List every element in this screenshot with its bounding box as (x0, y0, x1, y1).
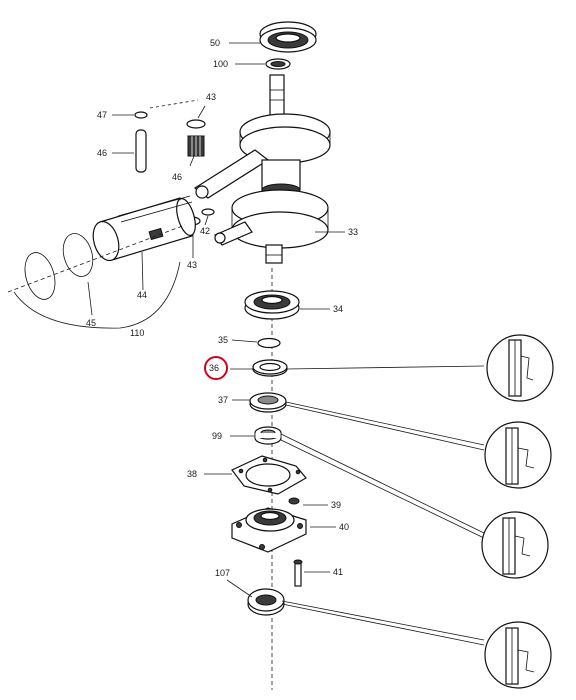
part-34-main-bearing[interactable] (244, 290, 300, 320)
label-35[interactable]: 35 (218, 335, 228, 345)
label-43-upper[interactable]: 43 (206, 92, 216, 102)
label-34[interactable]: 34 (333, 304, 343, 314)
part-37-seal[interactable] (249, 392, 287, 413)
label-50[interactable]: 50 (210, 38, 220, 48)
part-40-bearing-housing[interactable] (231, 507, 307, 553)
label-33[interactable]: 33 (348, 227, 358, 237)
part-42-washer[interactable] (201, 208, 215, 216)
part-100-seal[interactable] (265, 58, 291, 70)
part-33-crankshaft[interactable] (193, 74, 331, 264)
highlight-ring (204, 356, 228, 380)
label-38[interactable]: 38 (187, 469, 197, 479)
label-43-lower[interactable]: 43 (187, 260, 197, 270)
part-43-washer-upper[interactable] (186, 119, 206, 129)
part-44-piston[interactable] (89, 195, 199, 264)
part-36-seal[interactable] (252, 359, 288, 377)
part-47-circlip[interactable] (134, 111, 148, 119)
detail-view-seal-99 (481, 511, 549, 579)
label-41[interactable]: 41 (333, 567, 343, 577)
part-46-needle-bearing[interactable] (187, 135, 205, 157)
part-99-seal[interactable] (254, 426, 282, 445)
part-107-seal[interactable] (247, 588, 285, 616)
label-107[interactable]: 107 (215, 568, 230, 578)
part-45-piston-rings[interactable] (20, 230, 98, 303)
label-47[interactable]: 47 (97, 110, 107, 120)
label-99[interactable]: 99 (212, 431, 222, 441)
label-42[interactable]: 42 (200, 226, 210, 236)
part-39-plug[interactable] (288, 497, 300, 505)
detail-view-seal-36 (486, 334, 554, 402)
part-41-screw[interactable] (293, 559, 303, 587)
label-39[interactable]: 39 (331, 500, 341, 510)
label-46-bearing[interactable]: 46 (172, 172, 182, 182)
part-38-gasket[interactable] (231, 455, 307, 495)
label-100[interactable]: 100 (213, 59, 228, 69)
part-50-top-bearing[interactable] (259, 21, 317, 53)
label-44[interactable]: 44 (137, 290, 147, 300)
label-40[interactable]: 40 (339, 522, 349, 532)
label-110[interactable]: 110 (130, 328, 144, 338)
part-35-o-ring[interactable] (257, 337, 281, 349)
detail-view-seal-107 (484, 621, 552, 689)
label-46-pin[interactable]: 46 (97, 148, 107, 158)
label-45[interactable]: 45 (86, 318, 96, 328)
label-36[interactable]: 36 (209, 363, 219, 373)
label-37[interactable]: 37 (218, 395, 228, 405)
part-46-piston-pin[interactable] (135, 129, 147, 173)
detail-view-seal-37 (484, 421, 552, 489)
